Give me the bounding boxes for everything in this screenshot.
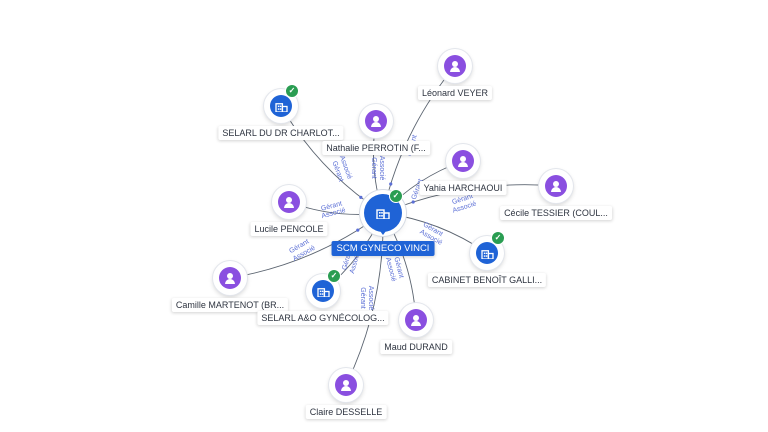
person-icon <box>545 175 567 197</box>
node-label[interactable]: SELARL DU DR CHARLOT... <box>218 126 344 140</box>
person-icon <box>405 309 427 331</box>
person-glyph <box>371 115 381 127</box>
person-glyph <box>411 314 421 326</box>
node-label[interactable]: CABINET BENOÎT GALLI... <box>427 273 547 287</box>
node-label[interactable]: Yahia HARCHAOUI <box>419 181 507 195</box>
person-glyph <box>450 60 460 72</box>
node-label[interactable]: Maud DURAND <box>380 340 452 354</box>
check-icon: ✓ <box>285 84 299 98</box>
node-bubble[interactable] <box>446 144 480 178</box>
person-icon <box>452 150 474 172</box>
building-icon <box>476 242 498 264</box>
node-label[interactable]: Lucile PENCOLE <box>250 222 328 236</box>
node-label[interactable]: Claire DESSELLE <box>305 405 387 419</box>
edge-role-label: Associé <box>378 156 385 181</box>
node-bubble[interactable]: ✓ <box>306 269 341 308</box>
person-icon <box>278 191 300 213</box>
person-icon <box>335 374 357 396</box>
check-icon: ✓ <box>491 231 505 245</box>
node-label[interactable]: SELARL A&O GYNÉCOLOG... <box>257 311 389 325</box>
edge-arrow-tessier <box>411 200 415 204</box>
node-label[interactable]: Cécile TESSIER (COUL... <box>500 206 612 220</box>
node-label[interactable]: Camille MARTENOT (BR... <box>171 298 289 312</box>
node-bubble[interactable] <box>438 49 472 83</box>
pin-pointer <box>377 227 389 235</box>
node-bubble[interactable] <box>539 169 573 203</box>
edge-arrow-gallien <box>401 214 405 219</box>
building-icon <box>312 280 334 302</box>
center-bubble[interactable]: ✓ <box>364 189 403 232</box>
person-glyph <box>341 379 351 391</box>
building-icon <box>376 209 390 219</box>
edge-role-label: Gérant <box>359 287 366 308</box>
node-bubble[interactable]: ✓ <box>470 231 505 270</box>
node-bubble[interactable] <box>399 303 433 337</box>
edge-role-label: Gérant <box>370 157 377 178</box>
person-icon <box>219 267 241 289</box>
edge-martenot <box>229 212 384 279</box>
edge-role-label: Associé <box>367 286 374 311</box>
node-label[interactable]: Nathalie PERROTIN (F... <box>322 141 430 155</box>
node-bubble[interactable]: ✓ <box>264 84 299 123</box>
person-glyph <box>551 180 561 192</box>
node-bubble[interactable] <box>359 104 393 138</box>
edge-arrow-selarl-charlot <box>359 195 363 199</box>
node-bubble[interactable] <box>329 368 363 402</box>
edge-arrow-martenot <box>356 228 360 232</box>
edge-arrow-veyer <box>389 182 393 186</box>
person-glyph <box>458 155 468 167</box>
person-glyph <box>225 272 235 284</box>
building-icon <box>270 95 292 117</box>
check-icon: ✓ <box>327 269 341 283</box>
person-icon <box>365 110 387 132</box>
center-label[interactable]: SCM GYNECO VINCI <box>331 241 435 256</box>
person-icon <box>444 55 466 77</box>
node-label[interactable]: Léonard VEYER <box>417 86 493 100</box>
person-glyph <box>284 196 294 208</box>
node-bubble[interactable] <box>272 185 306 219</box>
check-icon: ✓ <box>389 189 403 203</box>
edge-arrow-durand <box>391 229 395 233</box>
node-bubble[interactable] <box>213 261 247 295</box>
